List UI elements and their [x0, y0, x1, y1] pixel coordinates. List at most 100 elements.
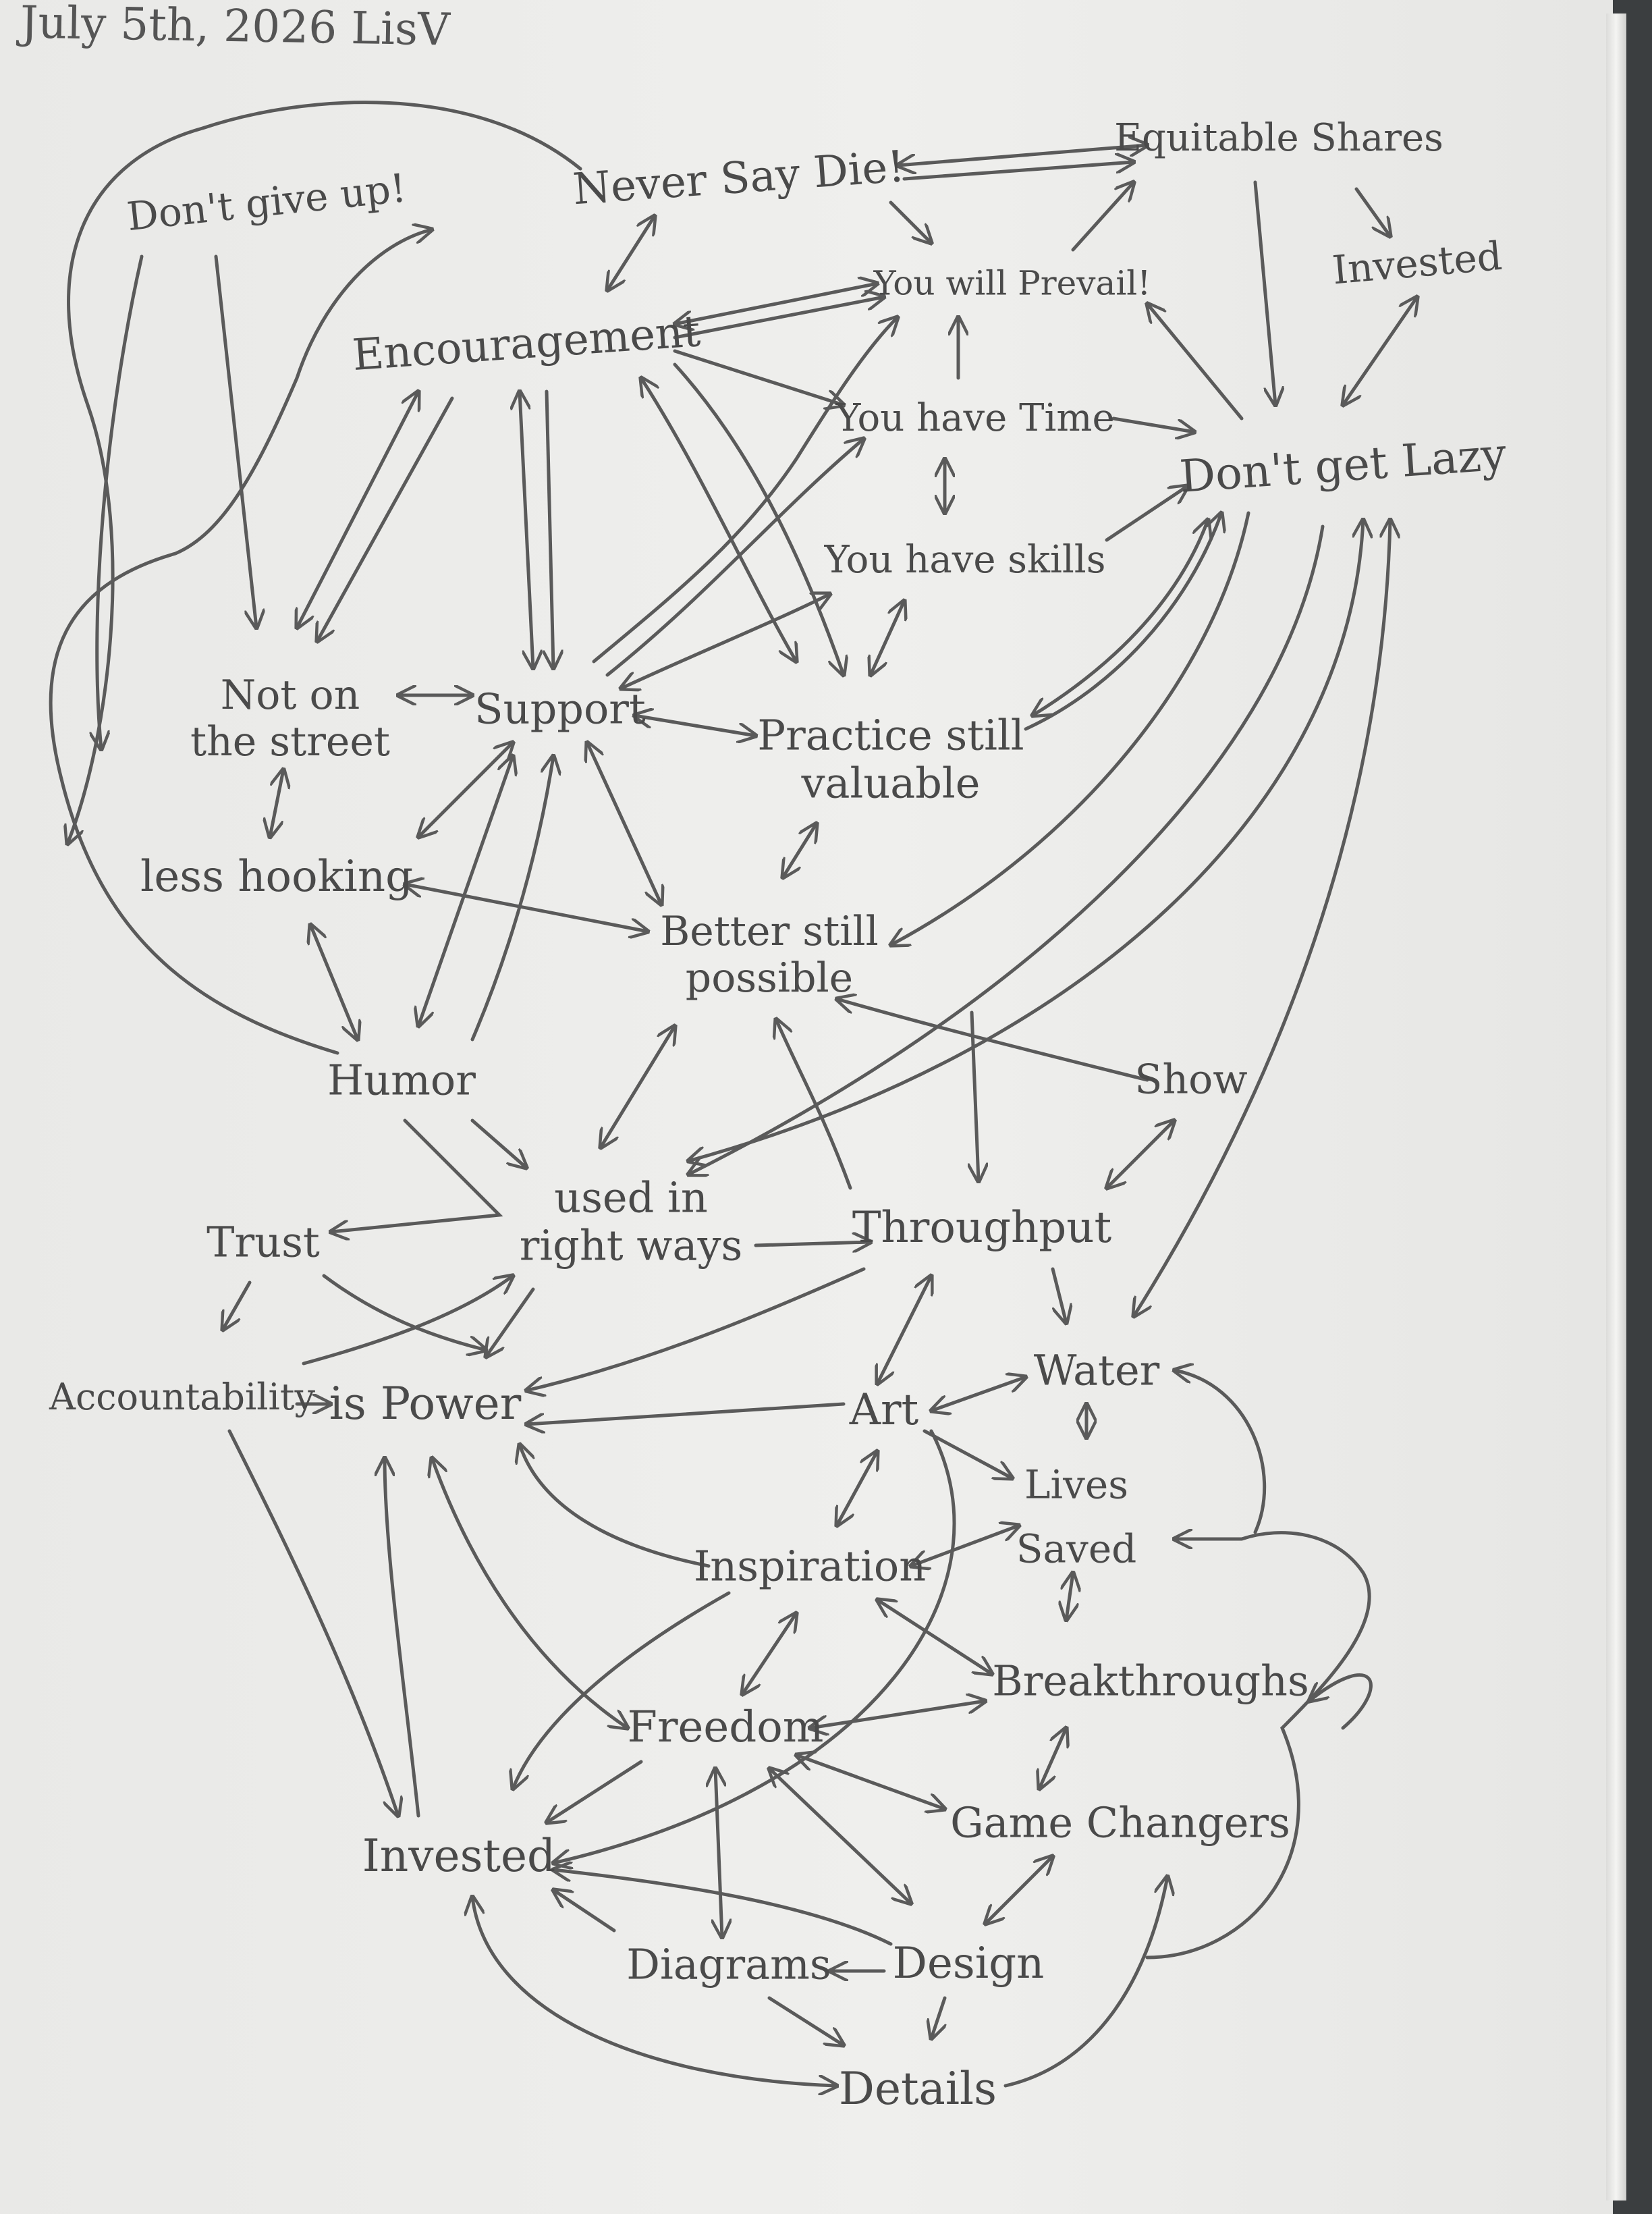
edge-art-insp	[837, 1451, 877, 1526]
edge-less-humor	[310, 925, 358, 1040]
node-not-on-line2: the street	[190, 718, 391, 765]
edge-acc-used	[302, 1276, 513, 1366]
node-is-power: is Power	[329, 1378, 522, 1430]
node-used-line2: right ways	[519, 1221, 743, 1270]
edge-cloud-water	[1174, 1370, 1267, 1534]
edge-nsd-prevail	[889, 200, 931, 243]
edge-nsd-enc	[607, 216, 655, 290]
edge-invested-power	[385, 1458, 420, 1818]
node-you-will-prevail: You will Prevail!	[873, 263, 1151, 303]
edge-humor-support	[418, 756, 513, 1026]
edge-trust-acc	[223, 1280, 252, 1330]
edge-art-invested	[553, 1429, 956, 1863]
edge-lazy-water	[1134, 520, 1390, 1316]
edge-throughput-art	[877, 1276, 931, 1384]
edge-loop-left	[67, 101, 582, 844]
node-design: Design	[892, 1939, 1045, 1989]
edge-loop-outer	[49, 230, 432, 1055]
edge-insp-power	[520, 1444, 711, 1568]
edge-game-design	[985, 1856, 1053, 1924]
node-equitable-shares: Equitable Shares	[1114, 115, 1443, 160]
node-freedom: Freedom	[627, 1702, 824, 1753]
node-used-line1: used in	[554, 1172, 708, 1222]
edge-freedom-diagrams	[715, 1769, 722, 1937]
edge-dgu-nots	[214, 254, 256, 628]
edge-time-lazy	[1111, 416, 1194, 432]
edge-acc-invested	[227, 1429, 398, 1816]
edge-freedom-game	[796, 1755, 945, 1809]
node-accountability: Accountability	[49, 1375, 316, 1418]
node-humor: Humor	[327, 1055, 476, 1105]
edge-humor-support-2	[470, 756, 553, 1042]
edge-support-better	[587, 742, 661, 905]
edge-diagrams-details	[767, 1996, 844, 2045]
edge-lazy-used-2	[688, 520, 1363, 1161]
edge-art-power	[526, 1402, 846, 1424]
node-better-line2: possible	[685, 954, 854, 1002]
edge-show-throughput	[1107, 1120, 1174, 1188]
edge-art-lives	[923, 1429, 1012, 1478]
node-practice-line2: valuable	[801, 759, 981, 808]
node-invested-bottom: Invested	[362, 1830, 556, 1883]
edge-enc-support	[520, 392, 533, 668]
edge-freedom-design	[769, 1769, 911, 1904]
edge-nots-less	[270, 770, 283, 837]
node-breakthroughs: Breakthroughs	[992, 1656, 1309, 1706]
edge-practice-better	[783, 824, 817, 878]
date-heading: July 5th, 2026 LisV	[20, 0, 451, 56]
edge-used-throughput	[754, 1242, 871, 1245]
edge-throughput-power	[526, 1267, 866, 1390]
edge-eq-inv	[1354, 187, 1390, 236]
edge-trust-power	[322, 1274, 486, 1350]
edge-humor-used	[470, 1118, 526, 1168]
edge-enc-nots-2	[317, 396, 454, 641]
edge-better-throughput	[972, 1010, 979, 1181]
node-art: Art	[849, 1385, 919, 1436]
node-used-in-right-ways: used in right ways	[519, 1172, 743, 1270]
edge-design-details	[931, 1996, 945, 2039]
edge-enc-prev	[675, 284, 877, 324]
edge-support-practice	[634, 716, 756, 736]
node-lives: Lives	[1024, 1461, 1128, 1508]
node-show: Show	[1134, 1056, 1248, 1104]
node-water: Water	[1033, 1345, 1160, 1395]
edge-throughput-better	[776, 1019, 852, 1190]
edge-saved-breakthroughs	[1066, 1573, 1073, 1620]
edge-used-power	[486, 1287, 535, 1357]
edge-cloud-right	[1145, 1533, 1371, 1960]
node-saved: Saved	[1016, 1526, 1137, 1572]
node-support: Support	[474, 684, 646, 734]
node-not-on-line1: Not on	[220, 672, 360, 719]
edge-saved-insp	[911, 1526, 1019, 1566]
edge-freedom-invested	[547, 1760, 643, 1823]
edge-inv-lazy	[1343, 297, 1417, 405]
edge-nsd-eq-2	[902, 162, 1134, 181]
edge-art-water	[931, 1377, 1026, 1411]
edge-diagrams-invested	[553, 1890, 616, 1933]
edge-insp-breakthroughs	[877, 1600, 992, 1674]
page-edge	[1606, 14, 1626, 2200]
edge-support-skills	[621, 594, 830, 688]
edge-insp-invested	[513, 1591, 731, 1789]
node-throughput: Throughput	[852, 1203, 1112, 1253]
edge-show-better	[837, 999, 1149, 1082]
edge-better-used	[601, 1026, 675, 1148]
edge-nsd-eq	[898, 145, 1147, 165]
edge-invested-details	[472, 1897, 837, 2086]
edge-cloud-breakthroughs	[1309, 1673, 1373, 1730]
edge-eq-lazy	[1253, 180, 1275, 405]
node-you-have-time: You have Time	[835, 396, 1115, 440]
node-diagrams: Diagrams	[626, 1939, 831, 1989]
node-practice-line1: Practice still	[757, 710, 1024, 760]
node-less-hooking: less hooking	[140, 852, 414, 902]
edge-less-better	[405, 884, 648, 932]
edge-breakthroughs-game	[1039, 1728, 1066, 1789]
edge-support-less	[418, 742, 513, 837]
node-you-have-skills: You have skills	[824, 537, 1106, 582]
edge-skills-practice	[871, 601, 904, 675]
edge-support-prev	[592, 317, 898, 664]
edge-enc-prev-2	[673, 297, 884, 340]
node-better-still-possible: Better still possible	[660, 909, 879, 1002]
node-better-line1: Better still	[660, 908, 879, 955]
